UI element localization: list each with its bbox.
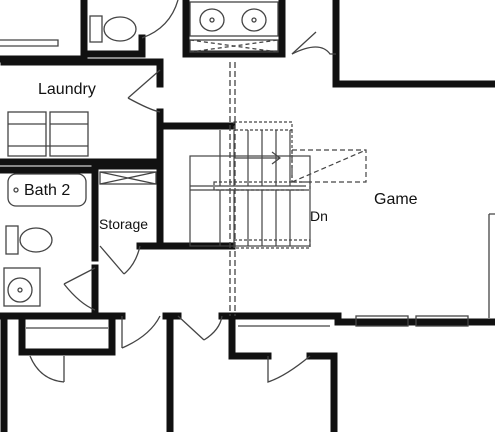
wall-bottom-cross-left bbox=[0, 312, 116, 356]
sink-counter-bath2 bbox=[3, 267, 41, 307]
vanity-cabinet-x bbox=[189, 39, 279, 53]
room-divider-dashed bbox=[229, 62, 236, 316]
staircase bbox=[189, 121, 367, 249]
room-label-storage: Storage bbox=[99, 216, 148, 232]
sink-bath2 bbox=[7, 277, 33, 303]
stair-lower-treads bbox=[219, 190, 291, 246]
window-right-edge bbox=[488, 213, 495, 318]
toilet-bowl-top bbox=[103, 16, 137, 42]
room-label-laundry: Laundry bbox=[38, 81, 96, 98]
door-leaf-laundry bbox=[127, 69, 161, 99]
door-swing-closet-right bbox=[267, 355, 311, 383]
linen-shelf bbox=[99, 171, 157, 185]
linen-shelf-x bbox=[99, 171, 157, 185]
door-leaf-bottom-2 bbox=[177, 315, 205, 341]
drain-right bbox=[251, 17, 257, 23]
door-swing-bottom-2 bbox=[203, 315, 223, 341]
room-label-bath2: Bath 2 bbox=[24, 182, 70, 199]
wall-closet-right2 bbox=[306, 352, 338, 432]
door-swing-closet-left bbox=[29, 355, 65, 383]
door-swing-storage bbox=[123, 245, 141, 275]
wall-vanity-box bbox=[182, 0, 286, 58]
stairs-label-dn: Dn bbox=[310, 208, 328, 224]
wall-upper-bath-right bbox=[80, 0, 146, 58]
vanity-cabinet bbox=[189, 39, 279, 53]
sink-drain-bath2 bbox=[17, 287, 23, 293]
window-bottom-2 bbox=[415, 315, 469, 327]
wall-closet-right bbox=[228, 312, 272, 360]
stair-rail-bottom bbox=[233, 239, 311, 249]
door-swing-top bbox=[141, 0, 179, 39]
door-swing-top-right bbox=[291, 46, 336, 55]
sink-right bbox=[241, 8, 267, 32]
sink-left bbox=[199, 8, 225, 32]
room-label-game: Game bbox=[374, 191, 418, 208]
door-leaf-storage bbox=[99, 245, 125, 275]
stair-arrow-head bbox=[271, 151, 281, 165]
bathtub bbox=[7, 173, 87, 207]
wall-top-right bbox=[332, 0, 495, 88]
toilet-tank-top bbox=[89, 15, 103, 43]
dryer bbox=[49, 111, 89, 157]
counter-top-left bbox=[0, 39, 59, 47]
vanity bbox=[189, 1, 279, 37]
toilet-tank-bath2 bbox=[5, 225, 19, 255]
tub-drain bbox=[13, 187, 19, 193]
door-swing-laundry bbox=[127, 97, 161, 113]
stair-rail-top bbox=[233, 121, 293, 131]
window-bottom-1 bbox=[355, 315, 409, 327]
door-leaf-bath2 bbox=[63, 267, 96, 285]
fixtures bbox=[0, 0, 495, 383]
stair-well bbox=[189, 155, 311, 247]
washer bbox=[7, 111, 47, 157]
toilet-bowl-bath2 bbox=[19, 227, 53, 253]
stair-dashed-run bbox=[291, 149, 367, 183]
door-swing-bottom-1 bbox=[121, 315, 161, 349]
door-leaf-top-right bbox=[291, 31, 317, 55]
door-swing-bath2 bbox=[63, 283, 96, 311]
stair-rail-mid bbox=[213, 181, 311, 191]
drain-left bbox=[209, 17, 215, 23]
